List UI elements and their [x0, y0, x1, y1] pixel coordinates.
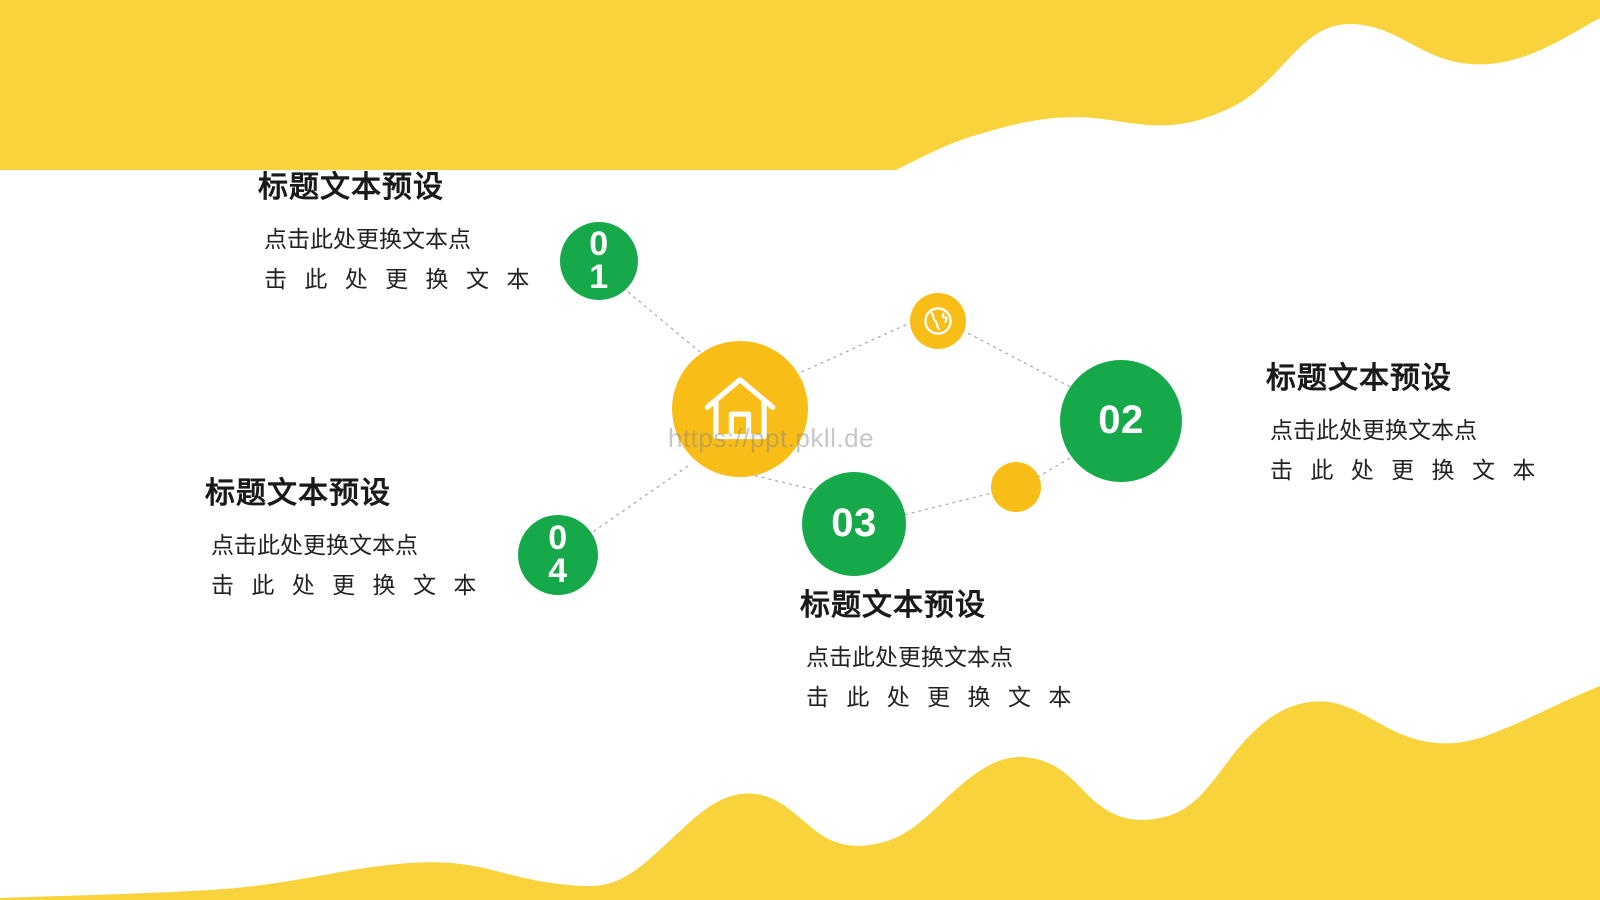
block-02-title: 标题文本预设	[1266, 362, 1452, 395]
block-03-title: 标题文本预设	[800, 589, 986, 622]
node-03-number: 03	[831, 501, 877, 546]
block-01-body-line1: 点击此处更换文本点	[264, 226, 471, 252]
node-02[interactable]: 02	[1060, 360, 1182, 482]
globe-icon	[920, 303, 956, 339]
text-block-04: 标题文本预设 点击此处更换文本点 击 此 处 更 换 文 本	[205, 468, 482, 605]
block-03-body-line1: 点击此处更换文本点	[806, 644, 1013, 670]
top-wave-decoration	[0, 0, 1600, 170]
link-dot-03	[899, 491, 997, 517]
link-02-dot	[1035, 457, 1071, 479]
watermark: https://ppt.pkll.de	[668, 423, 875, 453]
node-03[interactable]: 03	[802, 472, 906, 576]
center-house-node[interactable]	[672, 341, 808, 477]
text-block-03: 标题文本预设 点击此处更换文本点 击 此 处 更 换 文 本	[800, 580, 1077, 717]
block-02-body-line1: 点击此处更换文本点	[1270, 417, 1477, 443]
link-center-globe	[794, 321, 913, 376]
text-block-01: 标题文本预设 点击此处更换文本点 击 此 处 更 换 文 本	[258, 162, 535, 299]
link-globe-02	[961, 329, 1081, 393]
block-01-title: 标题文本预设	[258, 171, 444, 204]
block-04-body-line1: 点击此处更换文本点	[211, 532, 418, 558]
block-04-title: 标题文本预设	[205, 477, 391, 510]
block-04-body: 点击此处更换文本点 击 此 处 更 换 文 本	[205, 526, 482, 605]
block-01-body: 点击此处更换文本点 击 此 处 更 换 文 本	[258, 220, 535, 299]
block-03-body: 点击此处更换文本点 击 此 处 更 换 文 本	[800, 638, 1077, 717]
link-01-center	[627, 291, 701, 353]
link-center-04	[589, 465, 689, 535]
node-02-number: 02	[1098, 398, 1144, 443]
block-04-body-line2: 击 此 处 更 换 文 本	[211, 571, 482, 598]
block-02-body-line2: 击 此 处 更 换 文 本	[1270, 456, 1541, 483]
block-01-body-line2: 击 此 处 更 换 文 本	[264, 265, 535, 292]
house-icon	[697, 366, 783, 452]
block-02-body: 点击此处更换文本点 击 此 处 更 换 文 本	[1266, 411, 1541, 490]
block-03-body-line2: 击 此 处 更 换 文 本	[806, 683, 1077, 710]
globe-node[interactable]	[910, 293, 966, 349]
text-block-02: 标题文本预设 点击此处更换文本点 击 此 处 更 换 文 本	[1266, 353, 1541, 490]
dot-node[interactable]	[991, 462, 1041, 512]
